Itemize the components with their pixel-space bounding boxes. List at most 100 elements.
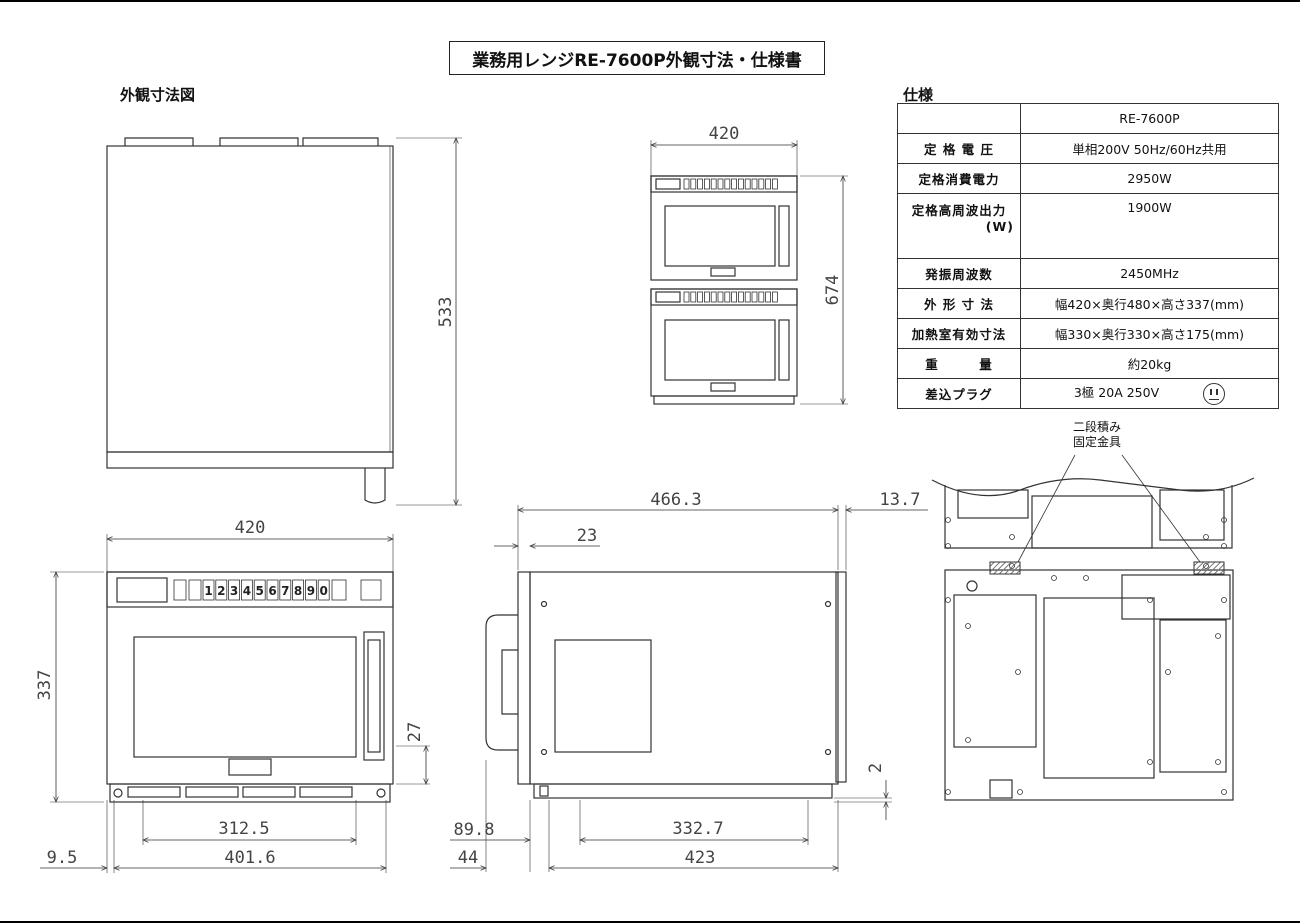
stack-key (758, 178, 765, 190)
keypad-key (253, 579, 266, 601)
screw (945, 597, 951, 603)
stack-key (697, 291, 703, 303)
spec-row: 加熱室有効寸法 幅330×奥行330×高さ175(mm) (897, 318, 1279, 349)
spec-row: 外 形 寸 法 幅420×奥行480×高さ337(mm) (897, 288, 1279, 319)
stack-key (758, 291, 765, 303)
screw (1017, 789, 1023, 795)
stack-key (690, 178, 697, 190)
keypad-key (317, 579, 330, 601)
spec-row: 重 量 約20kg (897, 348, 1279, 379)
dim-side-332: 332.7 (672, 819, 723, 839)
dim-front-27: 27 (405, 722, 425, 742)
exterior-section-heading: 外観寸法図 (120, 86, 196, 104)
screw (1147, 597, 1153, 603)
spec-model: RE-7600P (1020, 103, 1279, 134)
dim-side-44: 44 (458, 848, 478, 868)
stack-key (704, 178, 710, 190)
bracket-detail (931, 477, 1255, 801)
spec-row: 定格高周波出力 (W) 1900W (897, 193, 1279, 259)
front-view (40, 534, 430, 873)
stack-key (751, 291, 758, 303)
stack-key (772, 291, 778, 303)
screw (1203, 534, 1209, 540)
spec-row: 定格消費電力 2950W (897, 163, 1279, 194)
screw (1009, 563, 1015, 569)
screw (1221, 597, 1227, 603)
spec-row: 差込プラグ 3極 20A 250V (897, 378, 1279, 409)
dim-front-312: 312.5 (218, 819, 269, 839)
spec-table: RE-7600P 定 格 電 圧 単相200V 50Hz/60Hz共用 定格消費… (897, 103, 1279, 409)
keypad-key (215, 579, 228, 601)
dim-front-width: 420 (235, 518, 266, 538)
stack-key (731, 178, 737, 190)
right-bracket-plate (1193, 561, 1225, 575)
stack-key (724, 291, 731, 303)
screw (1009, 534, 1015, 540)
dim-top-height: 533 (436, 297, 456, 328)
keypad-key (240, 579, 253, 601)
bracket-note: 二段積み 固定金具 (1072, 420, 1121, 449)
keypad-digit: 6 (268, 584, 276, 598)
keypad-digit: 7 (281, 584, 289, 598)
screw (1221, 543, 1227, 549)
stack-key (717, 178, 724, 190)
stack-key (738, 291, 744, 303)
bottom-border (0, 921, 1300, 923)
keypad-digit: 4 (243, 584, 251, 598)
stack-key (704, 291, 710, 303)
keypad-key (304, 579, 317, 601)
stack-key (683, 178, 690, 190)
stack-key (683, 291, 690, 303)
keypad-key (279, 579, 292, 601)
keypad-digit: 5 (256, 584, 264, 598)
spec-row: 発振周波数 2450MHz (897, 258, 1279, 289)
dim-side-23: 23 (577, 526, 597, 546)
stack-key (717, 291, 724, 303)
document-title: 業務用レンジRE-7600P外観寸法・仕様書 (449, 41, 825, 75)
bracket-screws (945, 517, 1227, 795)
left-bracket-plate (989, 561, 1021, 575)
stack-key (690, 291, 697, 303)
stack-key (765, 178, 771, 190)
stack-key (772, 178, 778, 190)
screw (1203, 563, 1209, 569)
stack-keypad-strips (683, 178, 778, 303)
stack-key (744, 178, 751, 190)
screw (1083, 575, 1089, 581)
dim-stack-width: 420 (709, 124, 740, 144)
top-border (0, 0, 1300, 2)
screw (1215, 633, 1221, 639)
screw (945, 517, 951, 523)
stack-key (710, 291, 717, 303)
keypad-key (202, 579, 215, 601)
screw (1015, 669, 1021, 675)
keypad-digit: 9 (307, 584, 315, 598)
dim-front-height: 337 (35, 670, 55, 701)
stack-key (765, 291, 771, 303)
dim-front-9-5: 9.5 (47, 848, 78, 868)
screw (945, 543, 951, 549)
screw (945, 789, 951, 795)
dim-side-423: 423 (685, 848, 716, 868)
stack-key (738, 178, 744, 190)
dim-side-466: 466.3 (650, 490, 701, 510)
screw (1165, 669, 1171, 675)
dim-side-2: 2 (866, 763, 886, 773)
spec-row: 定 格 電 圧 単相200V 50Hz/60Hz共用 (897, 133, 1279, 164)
stack-key (744, 291, 751, 303)
dim-side-13-7: 13.7 (880, 490, 921, 510)
stack-key (710, 178, 717, 190)
screw (1215, 759, 1221, 765)
screw (1147, 759, 1153, 765)
keypad-digit: 0 (320, 584, 328, 598)
spec-header-row: RE-7600P (897, 103, 1279, 134)
keypad-digit: 1 (204, 584, 212, 598)
side-view (450, 505, 928, 872)
stack-key (751, 178, 758, 190)
screw (1221, 789, 1227, 795)
screw (1221, 517, 1227, 523)
keypad-digit: 8 (294, 584, 302, 598)
